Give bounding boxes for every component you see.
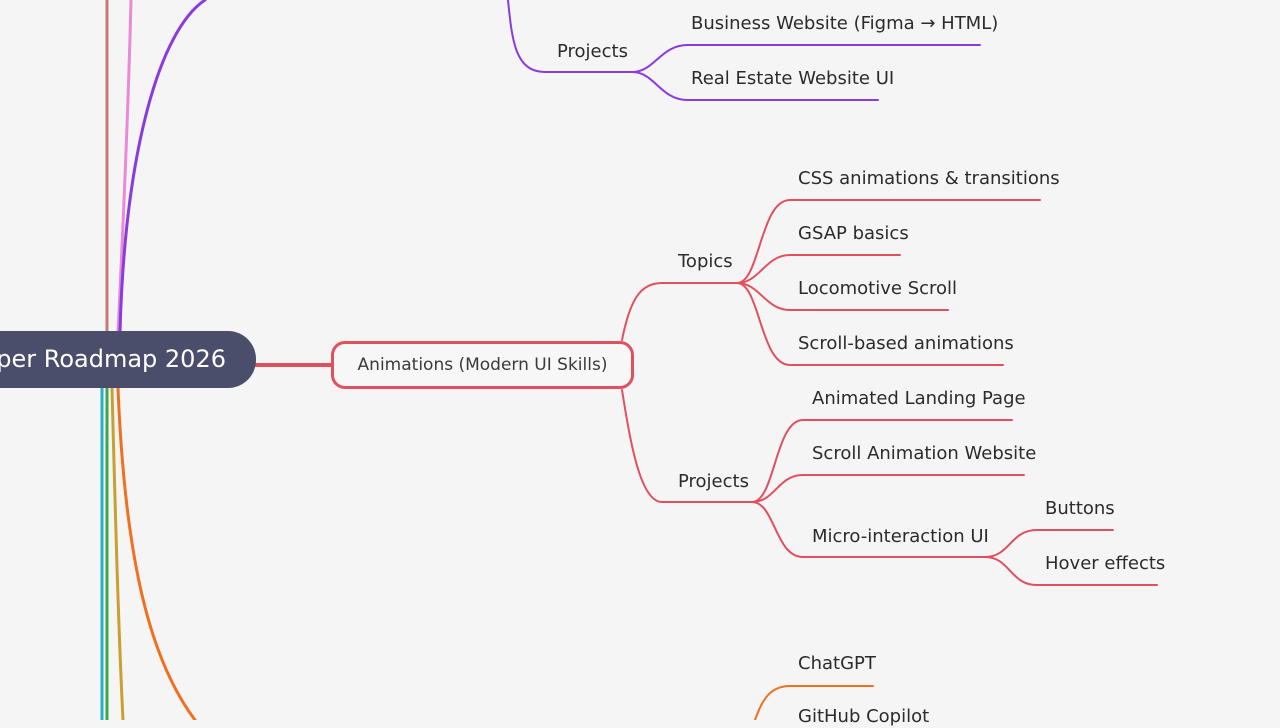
animations-node[interactable]: Animations (Modern UI Skills) [331,341,634,389]
topic-item[interactable]: GSAP basics [798,223,909,244]
project-line-1 [751,419,1013,503]
topic-item[interactable]: Scroll-based animations [798,333,1014,354]
micro-interaction-item[interactable]: Buttons [1045,498,1115,519]
ai-line-1 [754,685,874,720]
trunk-line-pink [116,0,133,334]
trunk-line-purple [118,0,207,334]
micro-interaction-item[interactable]: Hover effects [1045,553,1166,574]
animations-to-projects [621,389,753,503]
upper-branch-line [507,0,633,73]
upper-project-item[interactable]: Real Estate Website UI [691,68,895,89]
trunk-line-gold [110,386,125,720]
project-item-micro-interaction[interactable]: Micro-interaction UI [812,526,989,547]
project-item[interactable]: Scroll Animation Website [812,443,1037,464]
upper-project-line-2 [631,71,879,101]
ai-tool-item[interactable]: GitHub Copilot [798,706,930,727]
topic-line-4 [736,282,1004,366]
project-line-3 [751,501,986,558]
upper-project-item[interactable]: Business Website (Figma → HTML) [691,13,999,34]
project-item[interactable]: Animated Landing Page [812,388,1026,409]
animations-to-topics [621,282,738,341]
topic-line-1 [736,199,1041,284]
projects-node[interactable]: Projects [678,471,749,492]
project-line-2 [751,474,1025,503]
topics-node[interactable]: Topics [678,251,733,272]
ai-tool-item[interactable]: ChatGPT [798,653,876,674]
root-node[interactable]: oper Roadmap 2026 [0,331,256,388]
upper-project-line-1 [631,44,981,73]
topic-line-2 [736,254,901,284]
topic-item[interactable]: Locomotive Scroll [798,278,958,299]
trunk-line-orange [116,386,197,720]
topic-line-3 [736,282,949,311]
micro-line-2 [984,556,1158,586]
topic-item[interactable]: CSS animations & transitions [798,168,1060,189]
micro-line-1 [984,529,1114,558]
upper-projects-node[interactable]: Projects [557,41,628,62]
